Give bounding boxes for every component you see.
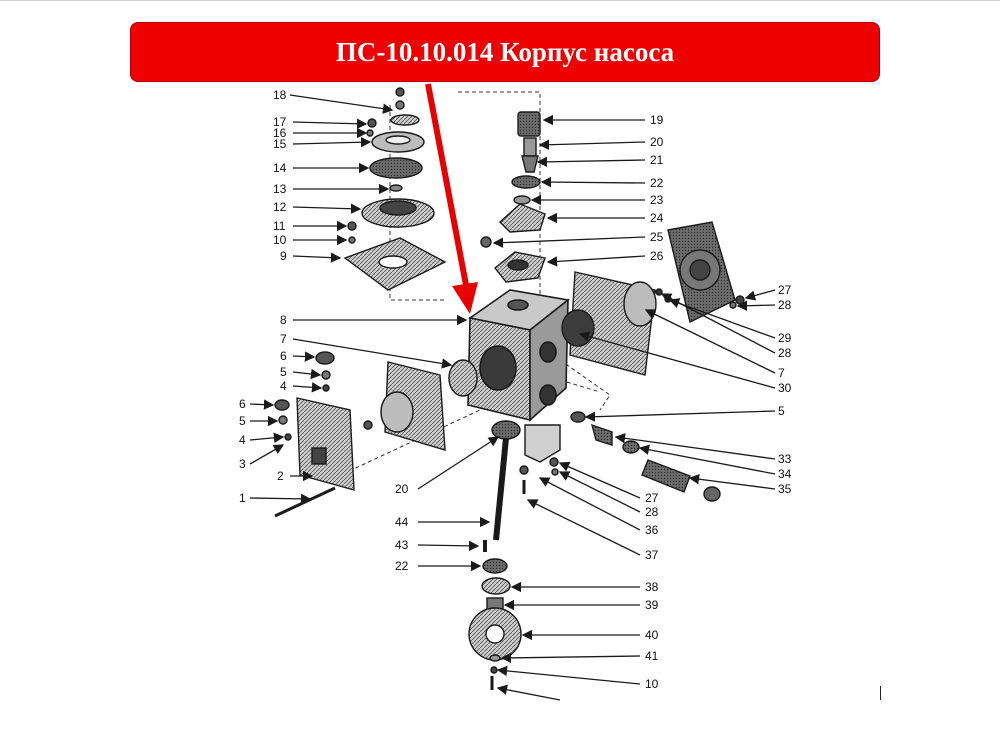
part-label: 1 [239, 491, 246, 505]
part-label: 4 [280, 379, 287, 393]
part-label: 39 [645, 598, 659, 612]
part-label: 33 [778, 452, 792, 466]
part-label: 18 [273, 88, 287, 102]
part-label: 20 [650, 135, 664, 149]
text-cursor [880, 686, 881, 700]
part-label: 6 [239, 397, 246, 411]
pump-body [467, 289, 570, 422]
part-label: 7 [280, 332, 287, 346]
red-pointer-arrow [425, 83, 478, 314]
part-label: 11 [273, 219, 286, 233]
part-label: 10 [645, 677, 659, 691]
part-label: 28 [778, 346, 792, 360]
part-label: 29 [778, 331, 792, 345]
part-label: 15 [273, 137, 287, 151]
part-label: 3 [239, 457, 246, 471]
right-part-labels: 19 20 21 22 23 24 25 26 27 28 29 28 7 30… [645, 113, 792, 691]
part-label: 2 [277, 469, 284, 483]
part-label: 36 [645, 523, 659, 537]
part-label: 22 [395, 559, 409, 573]
part-label: 24 [650, 211, 664, 225]
part-label: 21 [650, 153, 664, 167]
upper-center-parts [480, 111, 546, 283]
title-banner: ПС-10.10.014 Корпус насоса [130, 22, 880, 82]
top-rule [0, 0, 1000, 1]
part-label: 17 [273, 115, 287, 129]
part-label: 5 [239, 414, 246, 428]
part-label: 16 [273, 126, 287, 140]
left-leaders [249, 94, 500, 572]
left-cover-parts [274, 351, 478, 518]
part-label: 5 [280, 365, 287, 379]
part-label: 5 [778, 404, 785, 418]
part-label: 41 [645, 649, 659, 663]
part-label: 13 [273, 182, 287, 196]
part-label: 27 [778, 283, 792, 297]
part-label: 28 [778, 298, 792, 312]
part-label: 37 [645, 548, 659, 562]
part-label: 23 [650, 193, 664, 207]
left-part-labels: 18 17 16 15 14 13 12 11 10 9 8 7 6 5 4 6… [239, 88, 409, 573]
part-label: 40 [645, 628, 659, 642]
part-label: 34 [778, 467, 792, 481]
right-cover-parts [561, 221, 745, 376]
part-label: 20 [395, 482, 409, 496]
part-label: 14 [273, 161, 287, 175]
part-label: 30 [778, 381, 792, 395]
part-label: 7 [778, 366, 785, 380]
part-label: 9 [280, 249, 287, 263]
shaft-and-gear-parts [468, 411, 721, 690]
part-label: 27 [645, 491, 659, 505]
part-label: 26 [650, 249, 664, 263]
part-label: 10 [273, 233, 287, 247]
part-label: 43 [395, 538, 409, 552]
part-label: 4 [239, 433, 246, 447]
part-label: 8 [280, 313, 287, 327]
part-label: 19 [650, 113, 664, 127]
page-title: ПС-10.10.014 Корпус насоса [335, 36, 675, 67]
part-label: 6 [280, 349, 287, 363]
part-label: 35 [778, 482, 792, 496]
right-leaders [492, 114, 776, 701]
part-label: 22 [650, 176, 664, 190]
part-label: 38 [645, 580, 659, 594]
part-label: 28 [645, 505, 659, 519]
part-label: 25 [650, 230, 664, 244]
part-label: 12 [273, 200, 287, 214]
part-label: 44 [395, 515, 409, 529]
